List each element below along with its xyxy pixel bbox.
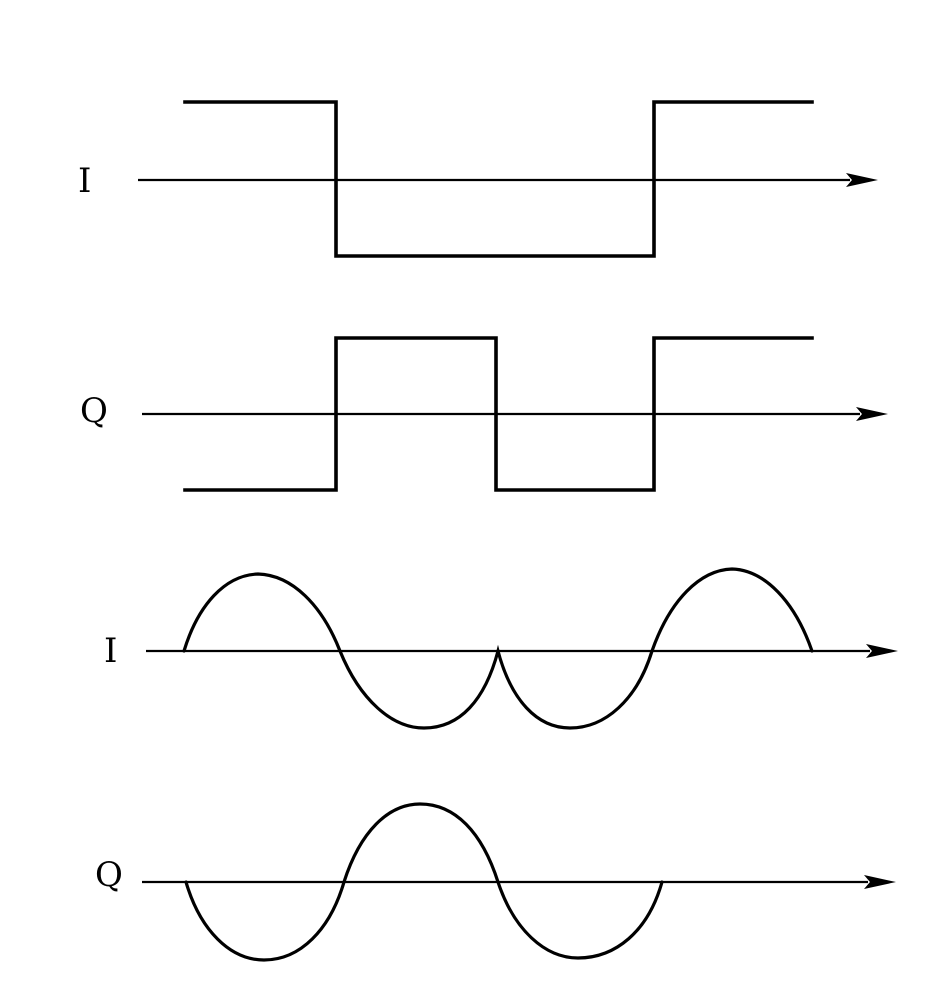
- panel-label-q-square: Q: [80, 391, 108, 431]
- waveform-q-square: [183, 336, 814, 492]
- time-axis-i-square: [138, 173, 878, 187]
- waveform-i-smooth: [182, 567, 814, 730]
- panel-label-q-smooth: Q: [95, 855, 123, 895]
- time-axis-q-square: [142, 407, 888, 421]
- panel-q-square: Q: [80, 336, 888, 492]
- panel-q-smooth: Q: [95, 802, 896, 962]
- time-axis-i-smooth: [146, 644, 898, 658]
- panel-i-smooth: I: [104, 567, 898, 730]
- panel-i-square: I: [78, 100, 878, 258]
- time-axis-q-smooth: [142, 875, 896, 889]
- panel-label-i-square: I: [78, 161, 91, 201]
- waveform-q-smooth: [184, 802, 664, 962]
- waveform-i-square: [183, 100, 814, 258]
- panel-label-i-smooth: I: [104, 631, 117, 671]
